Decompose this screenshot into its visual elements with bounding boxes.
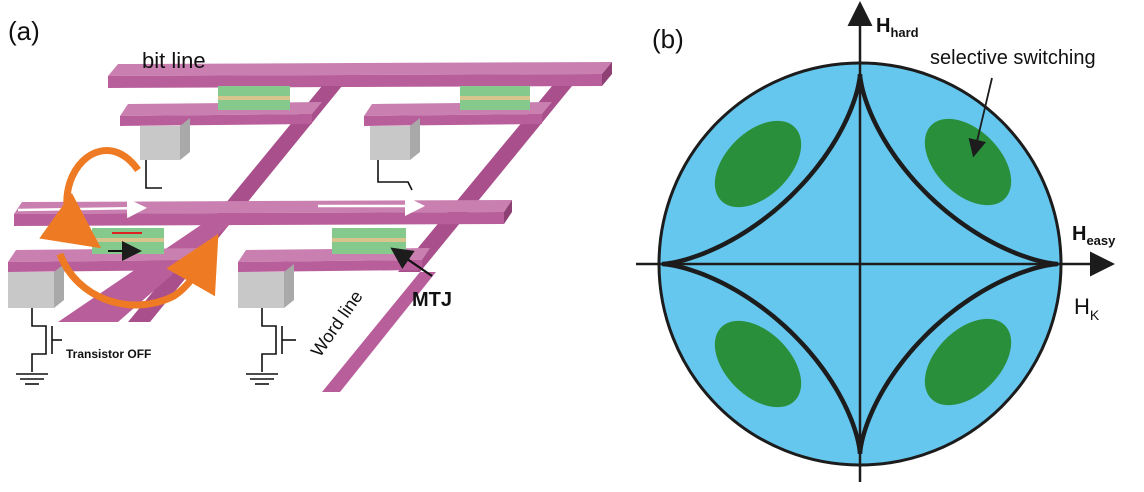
bit-line-label: bit line [142,48,206,73]
mtj-pointer-icon [390,247,433,277]
mtj-label: MTJ [412,289,452,311]
transistor-label: Transistor OFF [66,347,151,361]
mtj-stack [332,228,406,254]
access-block [8,264,64,308]
word-line-middle [14,200,512,226]
mtj-stack [92,228,164,261]
hard-axis-label: Hhard [876,15,919,40]
transistor-symbol [16,308,62,385]
hk-label: HK [1074,294,1100,323]
diagonal-line-right [322,86,572,392]
panel-b-tag: (b) [652,24,684,54]
panel-a: (a) [8,16,612,392]
astroid-curve [662,74,1058,454]
current-arrow-icon [192,137,239,188]
mtj-stack [218,86,290,110]
transistor-symbol [246,308,296,385]
switching-region [714,320,802,408]
panel-b: (b) Hhard Heasy HK selective switching [636,1,1116,482]
access-block [238,264,294,308]
field-arrow-icon [56,233,219,309]
switching-region [924,318,1012,406]
access-block [370,118,420,160]
selective-switching-label: selective switching [930,47,1096,69]
bit-line-rail [108,62,612,88]
easy-axis-label: Heasy [1072,223,1116,248]
circuit-wire [145,160,413,191]
switching-region [924,118,1012,206]
panel-a-tag: (a) [8,16,40,46]
access-block [140,118,190,160]
field-arrow-icon [39,147,141,249]
annotation-pointer-icon [968,77,993,158]
switching-region [714,120,802,208]
mtj-stack [460,86,530,110]
